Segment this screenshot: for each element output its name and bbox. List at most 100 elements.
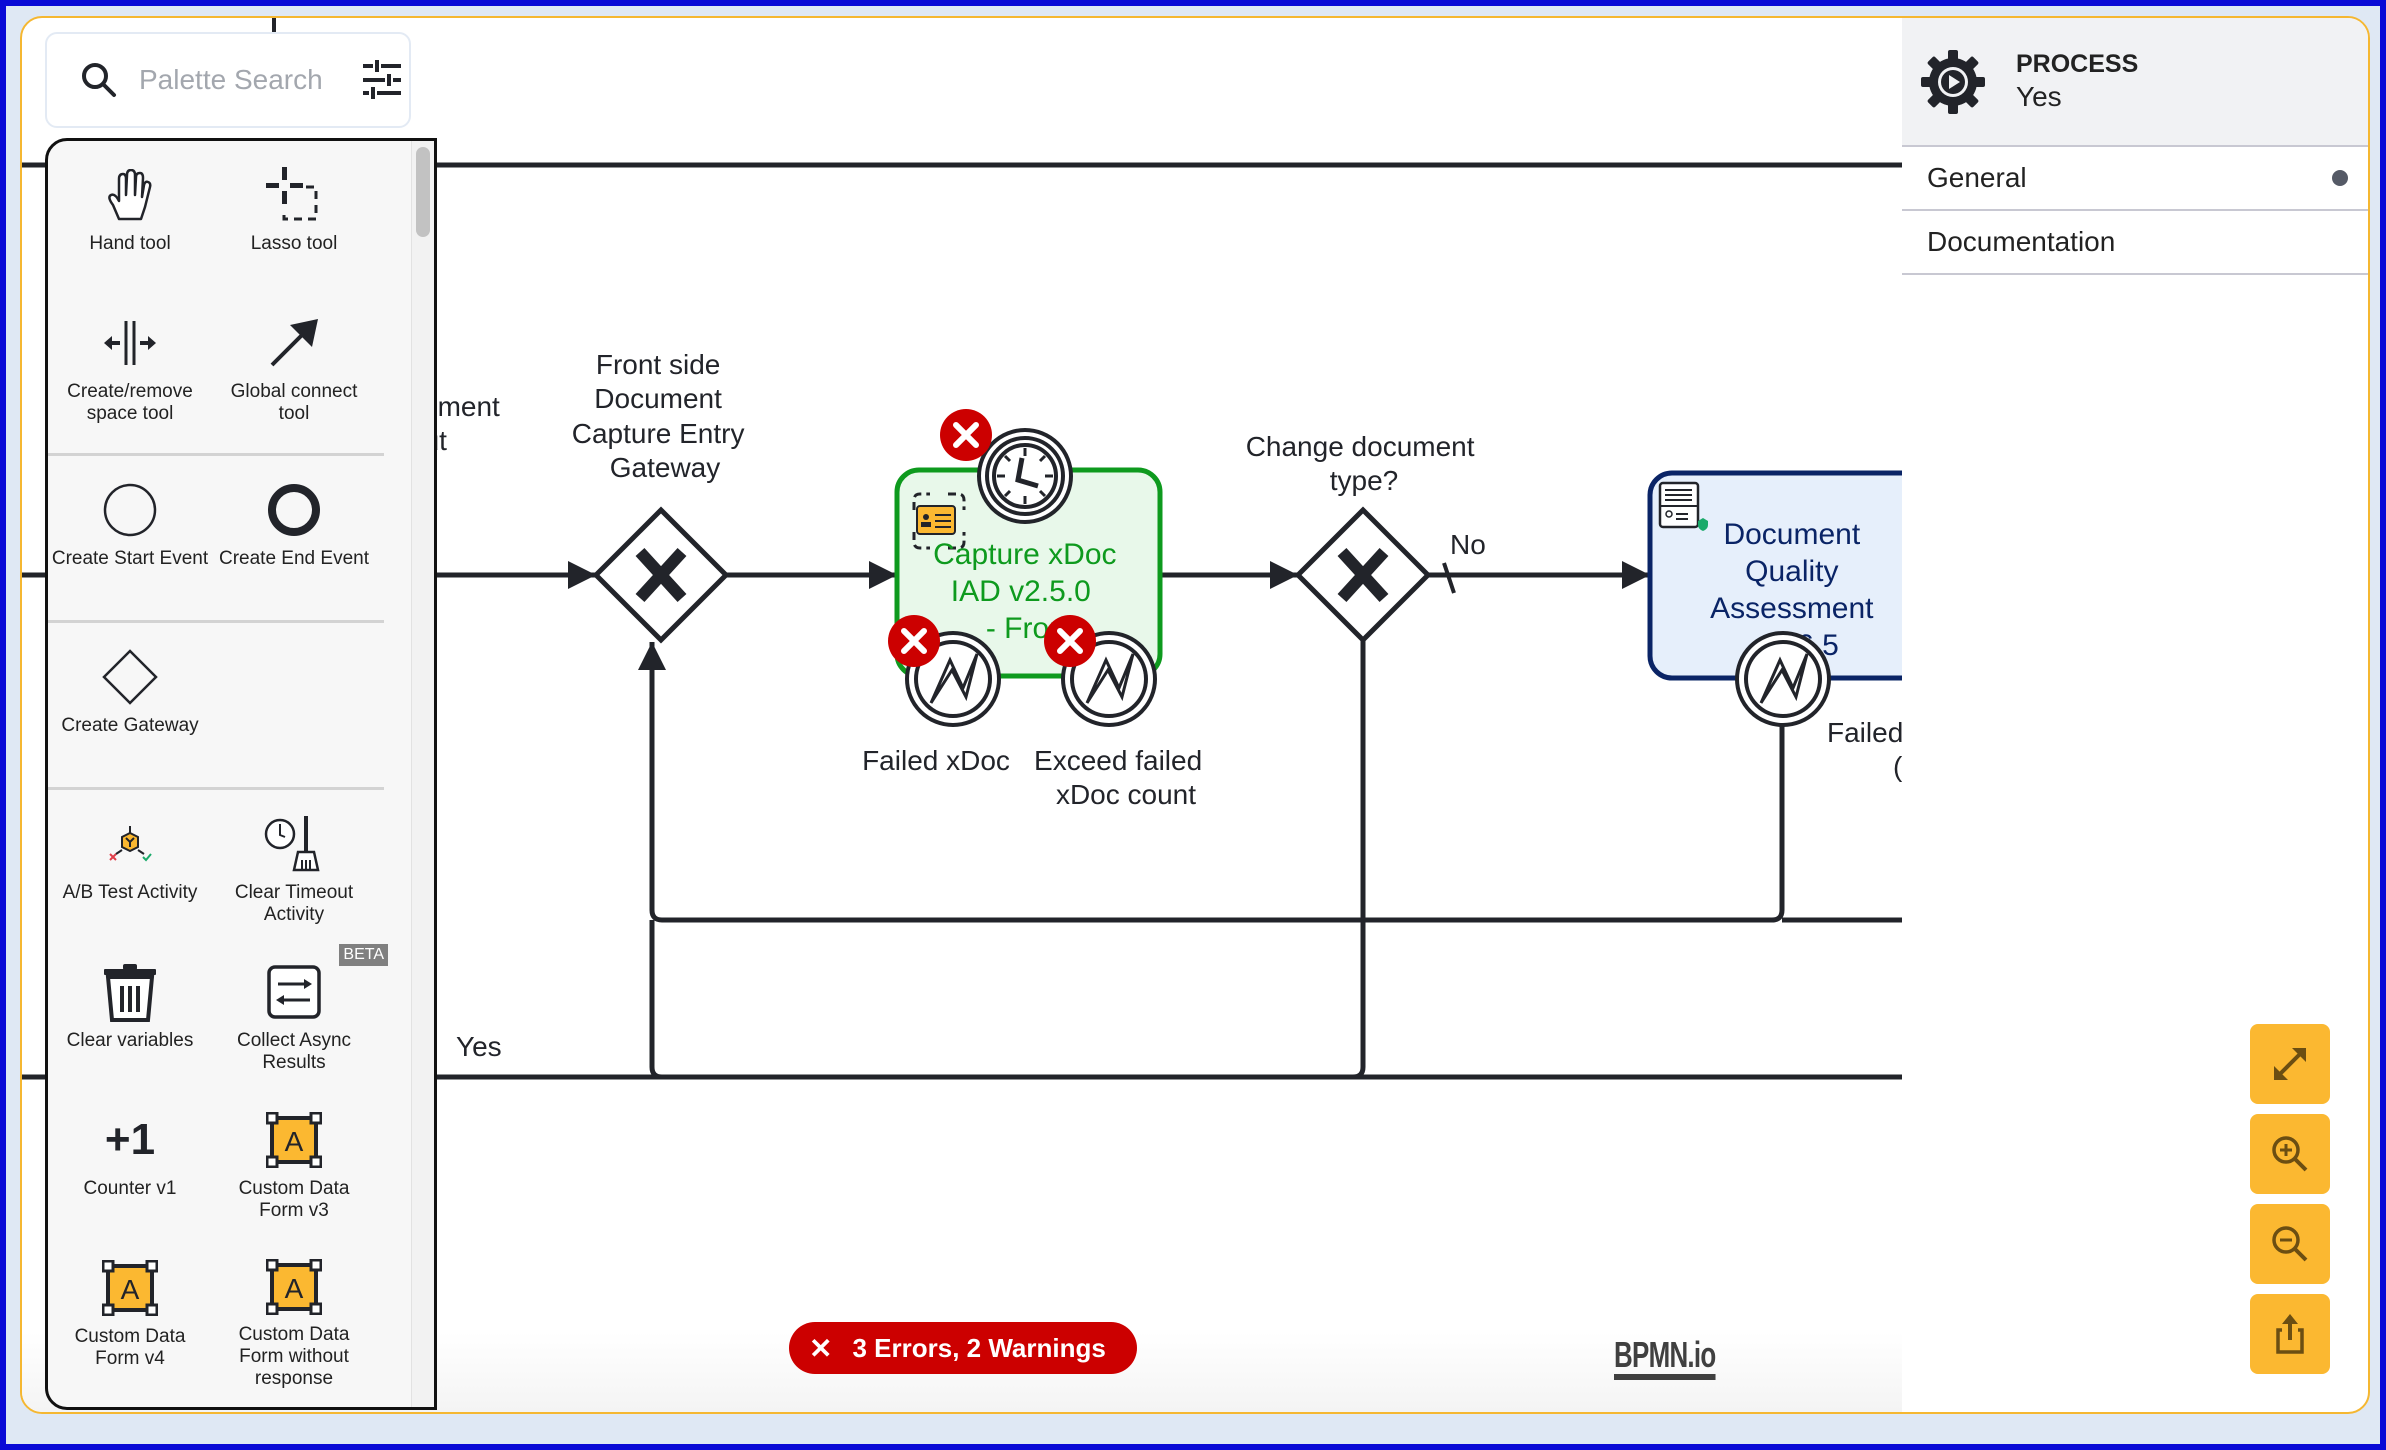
palette-item-ab-test[interactable]: A/B Test Activity xyxy=(48,798,212,946)
flow-label-no: No xyxy=(1450,529,1486,560)
palette-item-clear-variables[interactable]: Clear variables xyxy=(48,946,212,1094)
properties-group-general[interactable]: General xyxy=(1902,147,2368,211)
palette-item-label: Create Start Event xyxy=(51,548,209,569)
palette-item-label: Lasso tool xyxy=(250,233,338,254)
element-type: PROCESS xyxy=(2016,50,2139,78)
lint-error-marker[interactable] xyxy=(888,615,940,667)
palette-item-space-tool[interactable]: Create/remove space tool xyxy=(48,297,212,445)
gateway2-label: Change document type? xyxy=(1246,431,1483,496)
palette-item-global-connect[interactable]: Global connect tool xyxy=(212,297,376,445)
expand-arrows-icon xyxy=(2274,1048,2306,1080)
exclusive-gateway-front-side[interactable] xyxy=(592,506,730,644)
default-flow-marker xyxy=(1442,562,1456,594)
sequence-flow-yes-loop[interactable] xyxy=(649,620,1366,1080)
collect-async-icon xyxy=(267,965,321,1019)
gateway-x-icon xyxy=(635,547,687,603)
palette-item-label: Clear variables xyxy=(66,1030,194,1051)
palette-item-collect-async[interactable]: BETA Collect Async Results xyxy=(212,944,388,1094)
zoom-in-icon xyxy=(2272,1136,2308,1172)
palette-item-end-event[interactable]: Create End Event xyxy=(212,464,376,612)
palette-item-label: Custom Data Form v3 xyxy=(238,1178,350,1221)
group-label: General xyxy=(1927,162,2027,193)
lightning-icon xyxy=(929,653,979,704)
palette-item-clear-timeout[interactable]: Clear Timeout Activity xyxy=(212,798,376,946)
counter-icon: +1 xyxy=(104,1115,156,1164)
zoom-controls xyxy=(2250,1024,2330,1384)
svg-text:A: A xyxy=(285,1126,304,1157)
palette-item-custom-form-v3[interactable]: A Custom Data Form v3 xyxy=(212,1094,376,1242)
palette-item-label: Custom Data Form without response xyxy=(238,1324,350,1389)
hand-icon xyxy=(108,169,152,221)
exclusive-gateway-change-doc-type[interactable] xyxy=(1294,506,1432,644)
filter-sliders-icon[interactable] xyxy=(361,60,403,100)
lasso-icon xyxy=(266,167,318,221)
task-capture-xdoc[interactable]: Capture xDoc IAD v2.5.0 - Front xyxy=(894,467,1163,679)
fit-viewport-button[interactable] xyxy=(2250,1024,2330,1104)
palette-item-label: Clear Timeout Activity xyxy=(234,882,354,925)
gateway-x-icon xyxy=(1337,547,1389,603)
id-card-icon xyxy=(912,492,966,550)
connect-arrow-icon xyxy=(270,319,318,367)
flow-label-yes: Yes xyxy=(456,1031,502,1062)
palette-item-label: Counter v1 xyxy=(83,1178,177,1199)
palette-item-label: Create Gateway xyxy=(61,715,199,736)
element-name: Yes xyxy=(2016,81,2062,112)
timer-boundary-event[interactable] xyxy=(977,428,1073,524)
export-button[interactable] xyxy=(2250,1294,2330,1374)
modeler-frame: cument out Front side Document Capture E… xyxy=(20,16,2370,1414)
beta-badge: BETA xyxy=(339,944,388,966)
clear-timeout-icon xyxy=(264,816,320,872)
scrollbar-thumb[interactable] xyxy=(416,147,430,237)
palette-item-label: Create End Event xyxy=(219,548,369,569)
event-label-exceed: Exceed failed xDoc count xyxy=(1034,745,1210,810)
palette-item-label: Global connect tool xyxy=(230,381,358,424)
palette-group-events: Create Start Event Create End Event xyxy=(48,456,384,623)
start-event-icon xyxy=(103,483,157,537)
linting-status-label: 3 Errors, 2 Warnings xyxy=(852,1332,1106,1363)
event-label-failed-partial: Failed ( xyxy=(1827,717,1902,782)
palette-item-custom-form-no-response[interactable]: A Custom Data Form without response xyxy=(212,1242,376,1390)
palette-item-label: A/B Test Activity xyxy=(62,882,198,903)
lint-error-marker[interactable] xyxy=(940,409,992,461)
palette-item-label: Custom Data Form v4 xyxy=(74,1326,186,1369)
palette-item-hand-tool[interactable]: Hand tool xyxy=(48,149,212,297)
palette-item-counter[interactable]: +1 Counter v1 xyxy=(48,1094,212,1242)
palette: Hand tool Lasso tool Create/remove space… xyxy=(45,138,437,1410)
palette-item-custom-form-v4[interactable]: A Custom Data Form v4 xyxy=(48,1242,212,1390)
document-check-icon xyxy=(1658,481,1708,531)
space-tool-icon xyxy=(104,321,156,365)
custom-form-icon: A xyxy=(102,1260,158,1316)
lightning-icon xyxy=(1085,653,1135,704)
error-boundary-event-task2[interactable] xyxy=(1735,631,1831,727)
palette-item-lasso-tool[interactable]: Lasso tool xyxy=(212,149,376,297)
zoom-out-button[interactable] xyxy=(2250,1204,2330,1284)
palette-scrollbar[interactable] xyxy=(411,141,434,1407)
gateway-icon xyxy=(102,649,158,705)
palette-group-gateways: Create Gateway xyxy=(48,623,384,790)
sequence-flow-failed-loop[interactable] xyxy=(638,642,1785,923)
custom-form-icon: A xyxy=(266,1259,322,1315)
lightning-icon xyxy=(1759,653,1809,704)
gateway1-label: Front side Document Capture Entry Gatewa… xyxy=(572,349,753,483)
palette-search-input[interactable] xyxy=(137,63,331,97)
error-x-icon: ✕ xyxy=(809,1332,833,1364)
event-label-failed-xdoc: Failed xDoc xyxy=(862,745,1010,776)
palette-item-gateway[interactable]: Create Gateway xyxy=(48,631,212,779)
palette-item-start-event[interactable]: Create Start Event xyxy=(48,464,212,612)
properties-header: PROCESS Yes xyxy=(1902,18,2368,147)
properties-panel: PROCESS Yes General Documentation xyxy=(1902,18,2368,1412)
lint-error-marker[interactable] xyxy=(1044,615,1096,667)
palette-item-label: Hand tool xyxy=(89,233,171,254)
search-icon xyxy=(82,63,116,97)
properties-group-documentation[interactable]: Documentation xyxy=(1902,211,2368,275)
zoom-in-button[interactable] xyxy=(2250,1114,2330,1194)
linting-status-button[interactable]: ✕ 3 Errors, 2 Warnings xyxy=(789,1322,1137,1374)
trash-icon xyxy=(104,964,156,1022)
svg-text:A: A xyxy=(121,1274,140,1305)
bpmn-io-logo[interactable]: BPMN.io xyxy=(1614,1336,1716,1380)
palette-item-label: Create/remove space tool xyxy=(67,381,193,424)
process-gear-icon xyxy=(1921,49,1985,114)
palette-search-bar xyxy=(45,32,411,128)
custom-form-icon: A xyxy=(266,1112,322,1168)
task-document-quality-assessment[interactable]: Document Quality Assessment v1.6.5 xyxy=(1647,470,1902,681)
